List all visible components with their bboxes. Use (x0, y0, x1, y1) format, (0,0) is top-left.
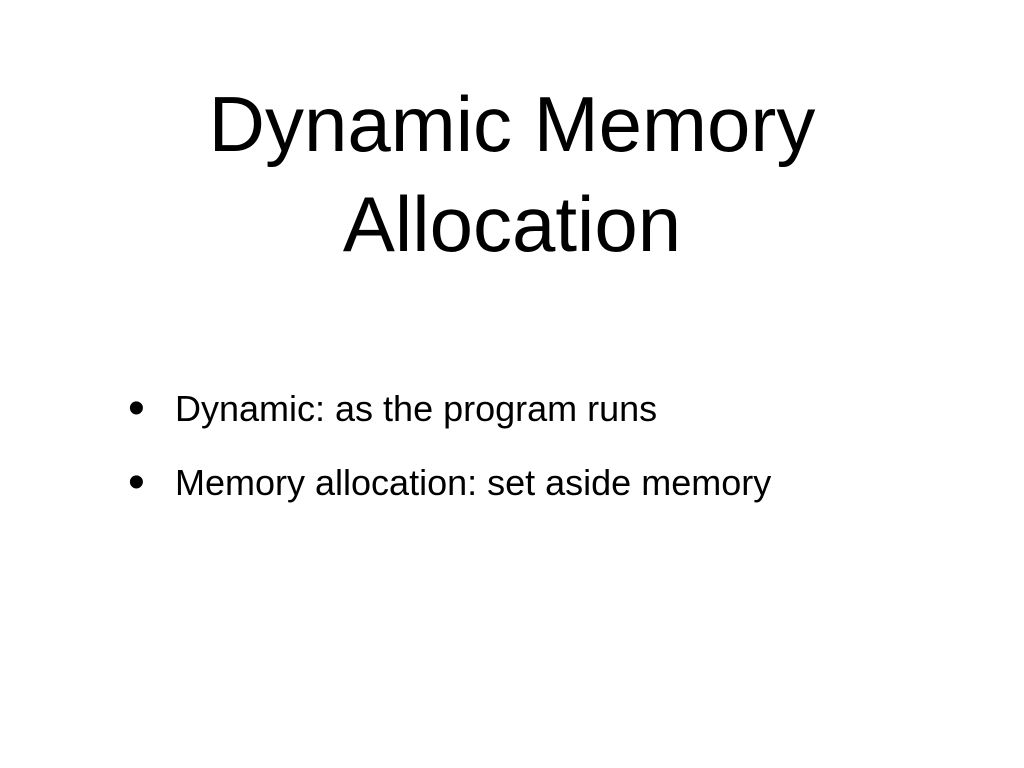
slide-title-line-1: Dynamic Memory (208, 80, 816, 169)
bullet-item-dynamic: • Dynamic: as the program runs (128, 382, 771, 436)
bullet-text: Dynamic: as the program runs (175, 388, 658, 429)
bullet-text: Memory allocation: set aside memory (175, 462, 772, 503)
slide-title-line-2: Allocation (342, 180, 682, 269)
bullet-item-memory-allocation: • Memory allocation: set aside memory (128, 456, 771, 510)
bullet-icon: • (128, 382, 145, 435)
bullet-icon: • (128, 456, 145, 509)
bullet-list: • Dynamic: as the program runs • Memory … (128, 382, 771, 530)
slide-title: Dynamic Memory Allocation (0, 74, 1024, 274)
